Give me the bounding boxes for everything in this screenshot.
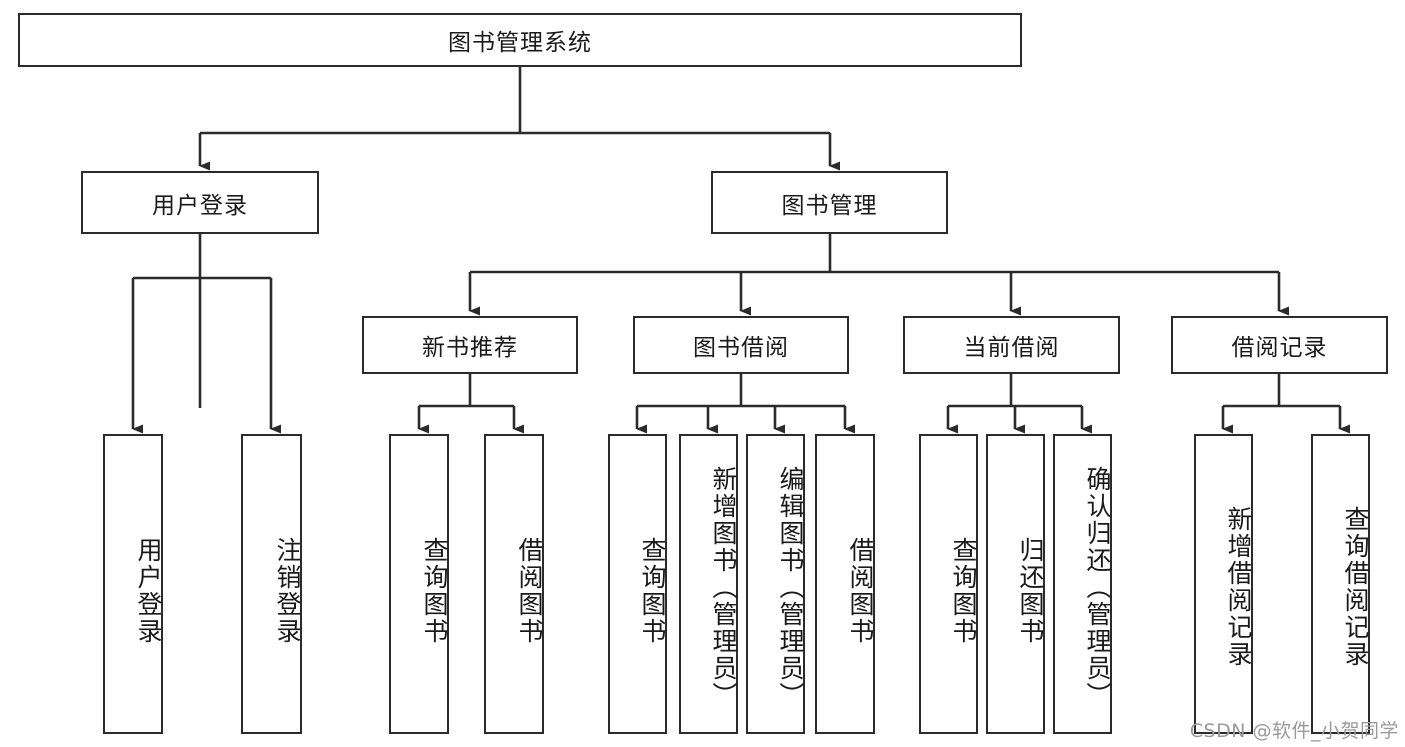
node-leaf-query-book-3[interactable]: 查询图书 (919, 434, 978, 734)
node-current-borrow-label: 当前借阅 (963, 335, 1060, 361)
node-leaf-add-book-label: 新增图书（管理员） (709, 465, 738, 709)
node-leaf-query-book-2-label: 查询图书 (638, 537, 667, 645)
node-leaf-query-book-1-label: 查询图书 (420, 537, 449, 645)
node-leaf-query-book-3-label: 查询图书 (949, 537, 978, 645)
node-leaf-add-record[interactable]: 新增借阅记录 (1194, 434, 1253, 734)
node-leaf-return-book[interactable]: 归还图书 (986, 434, 1045, 734)
node-borrow-record[interactable]: 借阅记录 (1171, 316, 1388, 374)
csdn-watermark: CSDN @软件_小贺同学 (1189, 720, 1399, 742)
node-leaf-borrow-book-2-label: 借阅图书 (846, 537, 875, 645)
node-book-borrow[interactable]: 图书借阅 (633, 316, 849, 374)
node-borrow-record-label: 借阅记录 (1231, 335, 1328, 361)
node-leaf-confirm-return-label: 确认归还（管理员） (1083, 465, 1112, 709)
node-user-login[interactable]: 用户登录 (81, 171, 319, 234)
node-leaf-user-login[interactable]: 用户登录 (103, 434, 163, 734)
node-leaf-user-login-label: 用户登录 (134, 537, 163, 645)
node-leaf-borrow-book-1[interactable]: 借阅图书 (484, 434, 544, 734)
node-leaf-return-book-label: 归还图书 (1016, 537, 1045, 645)
node-leaf-query-book-2[interactable]: 查询图书 (608, 434, 667, 734)
node-new-book-recommend[interactable]: 新书推荐 (362, 316, 578, 374)
node-leaf-query-book-1[interactable]: 查询图书 (389, 434, 449, 734)
node-leaf-add-record-label: 新增借阅记录 (1224, 506, 1253, 668)
node-leaf-query-record-label: 查询借阅记录 (1341, 506, 1370, 668)
node-leaf-borrow-book-1-label: 借阅图书 (515, 537, 544, 645)
node-leaf-edit-book-label: 编辑图书（管理员） (776, 465, 805, 709)
node-leaf-borrow-book-2[interactable]: 借阅图书 (815, 434, 875, 734)
node-book-borrow-label: 图书借阅 (693, 335, 789, 361)
node-leaf-logout-label: 注销登录 (273, 537, 302, 645)
node-leaf-logout[interactable]: 注销登录 (241, 434, 302, 734)
node-leaf-add-book[interactable]: 新增图书（管理员） (679, 434, 738, 734)
node-leaf-query-record[interactable]: 查询借阅记录 (1311, 434, 1370, 734)
node-root-label: 图书管理系统 (448, 30, 592, 56)
node-new-book-recommend-label: 新书推荐 (422, 335, 518, 361)
node-book-manage-label: 图书管理 (781, 192, 878, 219)
node-user-login-label: 用户登录 (152, 192, 248, 219)
node-current-borrow[interactable]: 当前借阅 (903, 316, 1120, 374)
node-book-manage[interactable]: 图书管理 (711, 171, 948, 234)
node-leaf-edit-book[interactable]: 编辑图书（管理员） (746, 434, 805, 734)
node-root[interactable]: 图书管理系统 (18, 13, 1022, 67)
node-leaf-confirm-return[interactable]: 确认归还（管理员） (1053, 434, 1112, 734)
